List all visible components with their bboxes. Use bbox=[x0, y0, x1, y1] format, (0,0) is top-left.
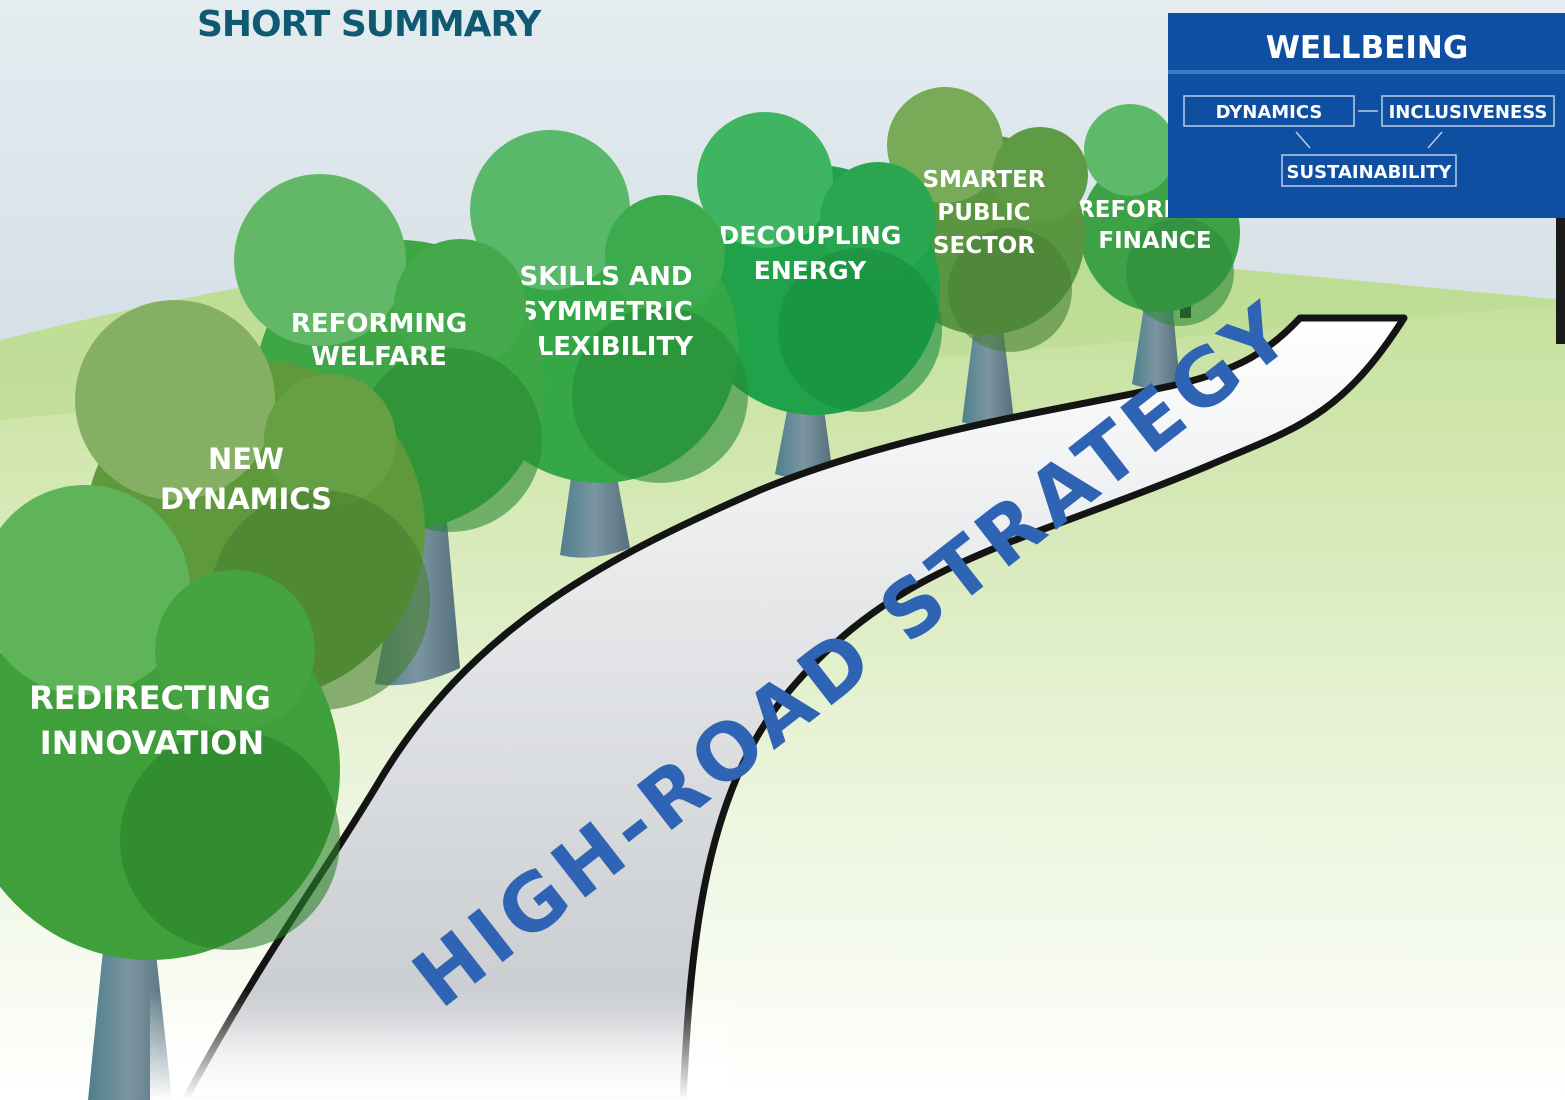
sustainability-box bbox=[1281, 154, 1457, 187]
tree-label-line: SKILLS AND bbox=[520, 262, 693, 292]
tree-label-line: FLEXIBILITY bbox=[519, 332, 694, 362]
wellbeing-panel-background bbox=[1168, 13, 1565, 218]
inclusiveness-label: INCLUSIVENESS bbox=[1389, 102, 1548, 123]
tree-label-line: PUBLIC bbox=[937, 200, 1030, 226]
wellbeing-panel: WELLBEING DYNAMICS INCLUSIVENESS SUSTAIN… bbox=[1168, 13, 1565, 218]
tree-label-line: DECOUPLING bbox=[719, 221, 902, 250]
tree-redirecting-innovation: REDIRECTING INNOVATION bbox=[0, 485, 340, 960]
tree-label-line: REDIRECTING bbox=[29, 679, 271, 717]
tree-label-line: SECTOR bbox=[933, 233, 1035, 259]
tree-decoupling-energy: DECOUPLING ENERGY bbox=[690, 112, 942, 415]
tree-label-line: NEW bbox=[208, 442, 284, 476]
sign-post-right bbox=[1556, 214, 1565, 344]
page-title: SHORT SUMMARY bbox=[197, 4, 541, 45]
tree-label-line: INNOVATION bbox=[40, 724, 264, 762]
tree-label-line: WELFARE bbox=[311, 342, 447, 372]
tree-label-line: REFORMING bbox=[291, 309, 467, 339]
tree-label-line: ENERGY bbox=[754, 256, 867, 285]
road-fade bbox=[150, 990, 730, 1100]
tree-label-line: DYNAMICS bbox=[160, 482, 332, 516]
tree-label-line: SMARTER bbox=[922, 167, 1045, 193]
tree-label-line: SYMMETRIC bbox=[519, 297, 693, 327]
sustainability-label: SUSTAINABILITY bbox=[1287, 162, 1453, 183]
tree-skills-symmetric-flexibility: SKILLS AND SYMMETRIC FLEXIBILITY bbox=[462, 130, 748, 483]
dynamics-box bbox=[1183, 95, 1355, 127]
inclusiveness-box bbox=[1381, 95, 1555, 127]
dynamics-label: DYNAMICS bbox=[1216, 102, 1323, 123]
tree-label-line: FINANCE bbox=[1098, 228, 1211, 254]
wellbeing-title: WELLBEING bbox=[1266, 30, 1469, 66]
road bbox=[181, 314, 1408, 1100]
